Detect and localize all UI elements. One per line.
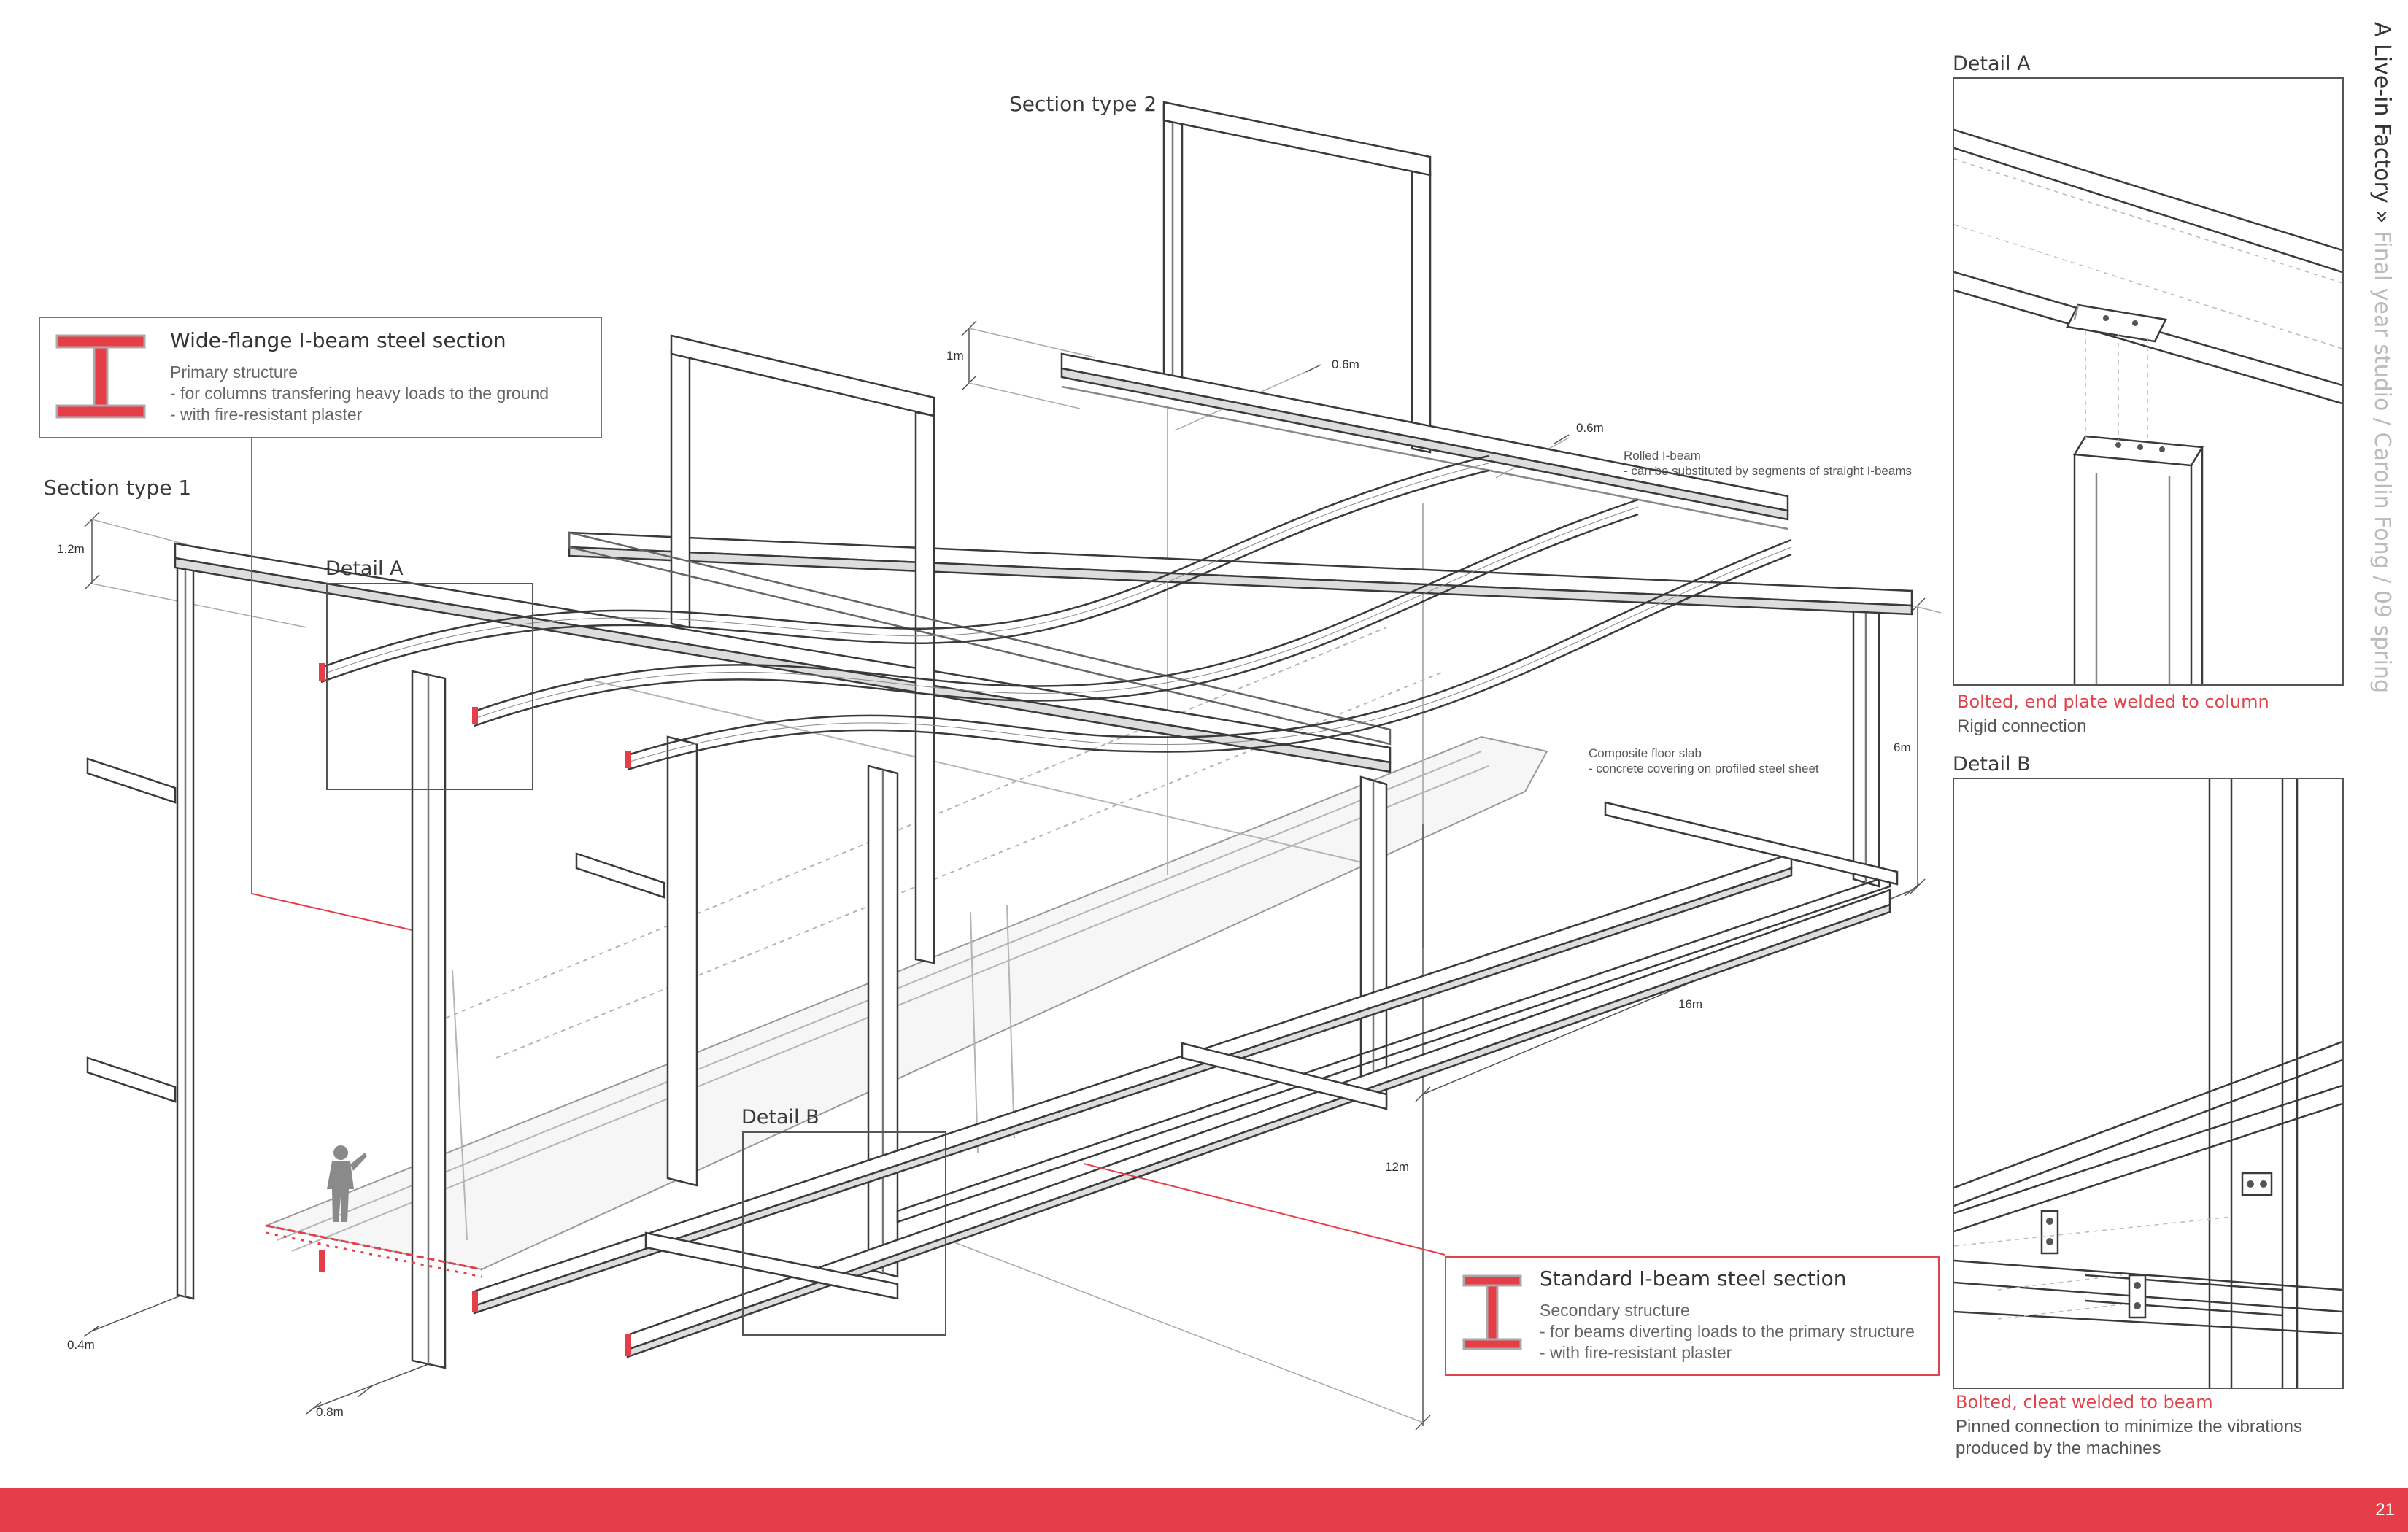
primary-frames: [174, 531, 1913, 1369]
project-subtitle: Final year studio / Carolin Fong / 09 sp…: [2369, 231, 2395, 694]
section-type-2-label: Section type 2: [1009, 92, 1157, 116]
detail-b-marker: [742, 1131, 946, 1336]
secondary-beams: [86, 757, 1899, 1358]
dimension-lines: [83, 320, 1942, 1431]
dim-label-0-4m: 0.4m: [67, 1338, 95, 1352]
dim-label-6m: 6m: [1894, 740, 1911, 754]
standard-i-beam-icon: [1462, 1274, 1522, 1350]
floor-slab-note: Composite floor slab - concrete covering…: [1589, 746, 1819, 776]
red-section-markers: [266, 663, 631, 1356]
callout-primary-line-2: - for columns transfering heavy loads to…: [170, 384, 549, 403]
dim-label-1m: 1m: [946, 349, 964, 363]
section-type-1-label: Section type 1: [44, 476, 192, 500]
detail-a-caption: Rigid connection: [1957, 716, 2087, 736]
rolled-beam-title: Rolled I-beam: [1624, 449, 1701, 463]
detail-b-caption-line-2: produced by the machines: [1956, 1439, 2161, 1458]
callout-primary-title: Wide-flange I-beam steel section: [170, 328, 506, 352]
detail-b-panel-title: Detail B: [1953, 753, 2031, 775]
detail-a-marker: [326, 583, 533, 790]
section-type-2-frames: [568, 101, 1789, 964]
dim-label-12m: 12m: [1385, 1160, 1410, 1174]
callout-standard-section: Standard I-beam steel section Secondary …: [1445, 1256, 1940, 1376]
callout-primary-line-1: Primary structure: [170, 363, 298, 382]
dim-label-16m: 16m: [1678, 997, 1703, 1011]
detail-markers: [326, 583, 946, 1336]
page-number: 21: [2375, 1500, 2395, 1520]
dim-label-1-2m: 1.2m: [57, 542, 85, 556]
detail-b-drawing: [1954, 779, 2342, 1388]
callout-leaders: [251, 436, 1446, 1256]
callout-secondary-line-3: - with fire-resistant plaster: [1540, 1343, 1732, 1362]
vertical-page-title: A Live-in Factory » Final year studio / …: [2369, 22, 2395, 693]
rolled-beam-note: Rolled I-beam - can be substituted by se…: [1624, 448, 1912, 479]
dim-label-0-6m-b: 0.6m: [1576, 421, 1604, 435]
rolled-beam-desc: - can be substituted by segments of stra…: [1624, 464, 1912, 478]
callout-wide-flange-section: Wide-flange I-beam steel section Primary…: [39, 317, 602, 438]
callout-primary-line-3: - with fire-resistant plaster: [170, 405, 363, 424]
floor-slab: [263, 409, 1548, 1271]
detail-a-label: Detail A: [325, 557, 404, 580]
detail-b-caption-red: Bolted, cleat welded to beam: [1956, 1392, 2213, 1412]
human-figure: [327, 1145, 367, 1222]
detail-b-caption-line-1: Pinned connection to minimize the vibrat…: [1956, 1417, 2302, 1436]
title-separator: »: [2369, 210, 2395, 224]
rolled-i-beams: [320, 454, 1792, 771]
dim-label-0-6m-a: 0.6m: [1332, 357, 1359, 371]
detail-a-drawing: [1954, 128, 2342, 684]
detail-b-label: Detail B: [741, 1106, 819, 1129]
wide-flange-i-beam-icon: [55, 334, 146, 419]
detail-a-panel-title: Detail A: [1953, 53, 2031, 75]
callout-secondary-title: Standard I-beam steel section: [1540, 1266, 1847, 1291]
footer-bar: 21: [0, 1488, 2408, 1532]
project-title: A Live-in Factory: [2369, 22, 2395, 204]
detail-a-panel: [1953, 77, 2344, 686]
detail-a-caption-red: Bolted, end plate welded to column: [1957, 692, 2269, 712]
floor-slab-title: Composite floor slab: [1589, 746, 1702, 760]
dim-label-0-8m: 0.8m: [316, 1405, 344, 1419]
floor-slab-desc: - concrete covering on profiled steel sh…: [1589, 762, 1819, 775]
callout-secondary-line-1: Secondary structure: [1540, 1301, 1690, 1320]
detail-b-panel: [1953, 778, 2344, 1389]
callout-secondary-line-2: - for beams diverting loads to the prima…: [1540, 1322, 1915, 1341]
